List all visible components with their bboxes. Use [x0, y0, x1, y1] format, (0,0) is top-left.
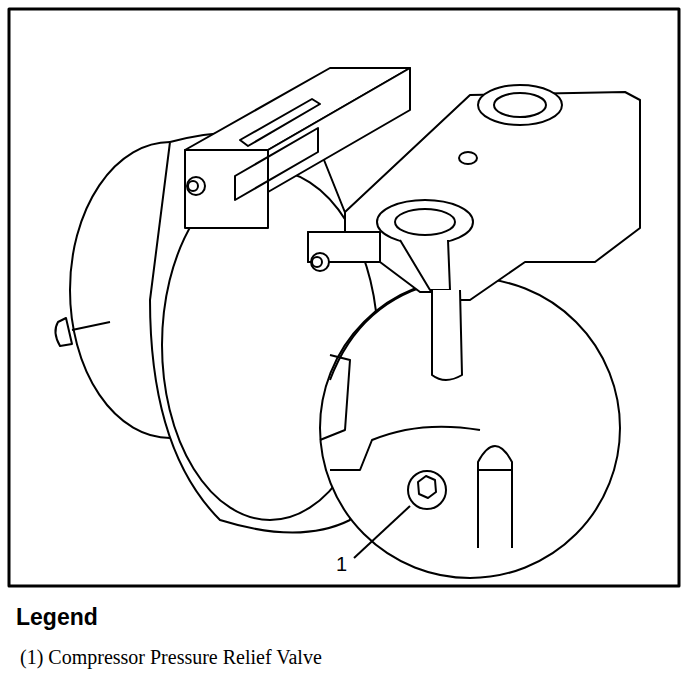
port-stem: [400, 240, 450, 290]
port-rib: [432, 290, 462, 380]
bracket-slot: [240, 99, 320, 146]
suction-port: [377, 200, 473, 244]
mount-bolt: [311, 253, 329, 271]
rear-head-ridge: [320, 355, 350, 440]
head-boss-line: [478, 469, 512, 471]
suction-port-bore: [395, 209, 455, 235]
mount-bolt: [312, 257, 322, 267]
bracket-slot-face: [235, 128, 318, 200]
manifold-block: [308, 92, 640, 300]
rear-head: [320, 278, 620, 578]
head-boss: [478, 446, 512, 548]
connector-stub: [55, 318, 72, 346]
mount-bolt: [187, 177, 205, 195]
discharge-port: [478, 85, 562, 125]
relief-valve-hex: [418, 476, 436, 498]
legend-entry: (1) Compressor Pressure Relief Valve: [20, 646, 322, 669]
frame: [9, 9, 679, 586]
head-contour: [330, 427, 480, 470]
legend-heading: Legend: [16, 604, 98, 631]
leader-line: [354, 506, 410, 558]
relief-valve-body: [408, 471, 446, 509]
connector-wire: [72, 322, 110, 330]
discharge-port-bore: [494, 93, 546, 117]
callout-number: 1: [334, 553, 349, 576]
legend: (1) Compressor Pressure Relief Valve: [20, 646, 322, 669]
small-hole: [459, 152, 477, 164]
rear-head-ridge: [330, 282, 440, 380]
mount-bolt: [188, 181, 198, 191]
